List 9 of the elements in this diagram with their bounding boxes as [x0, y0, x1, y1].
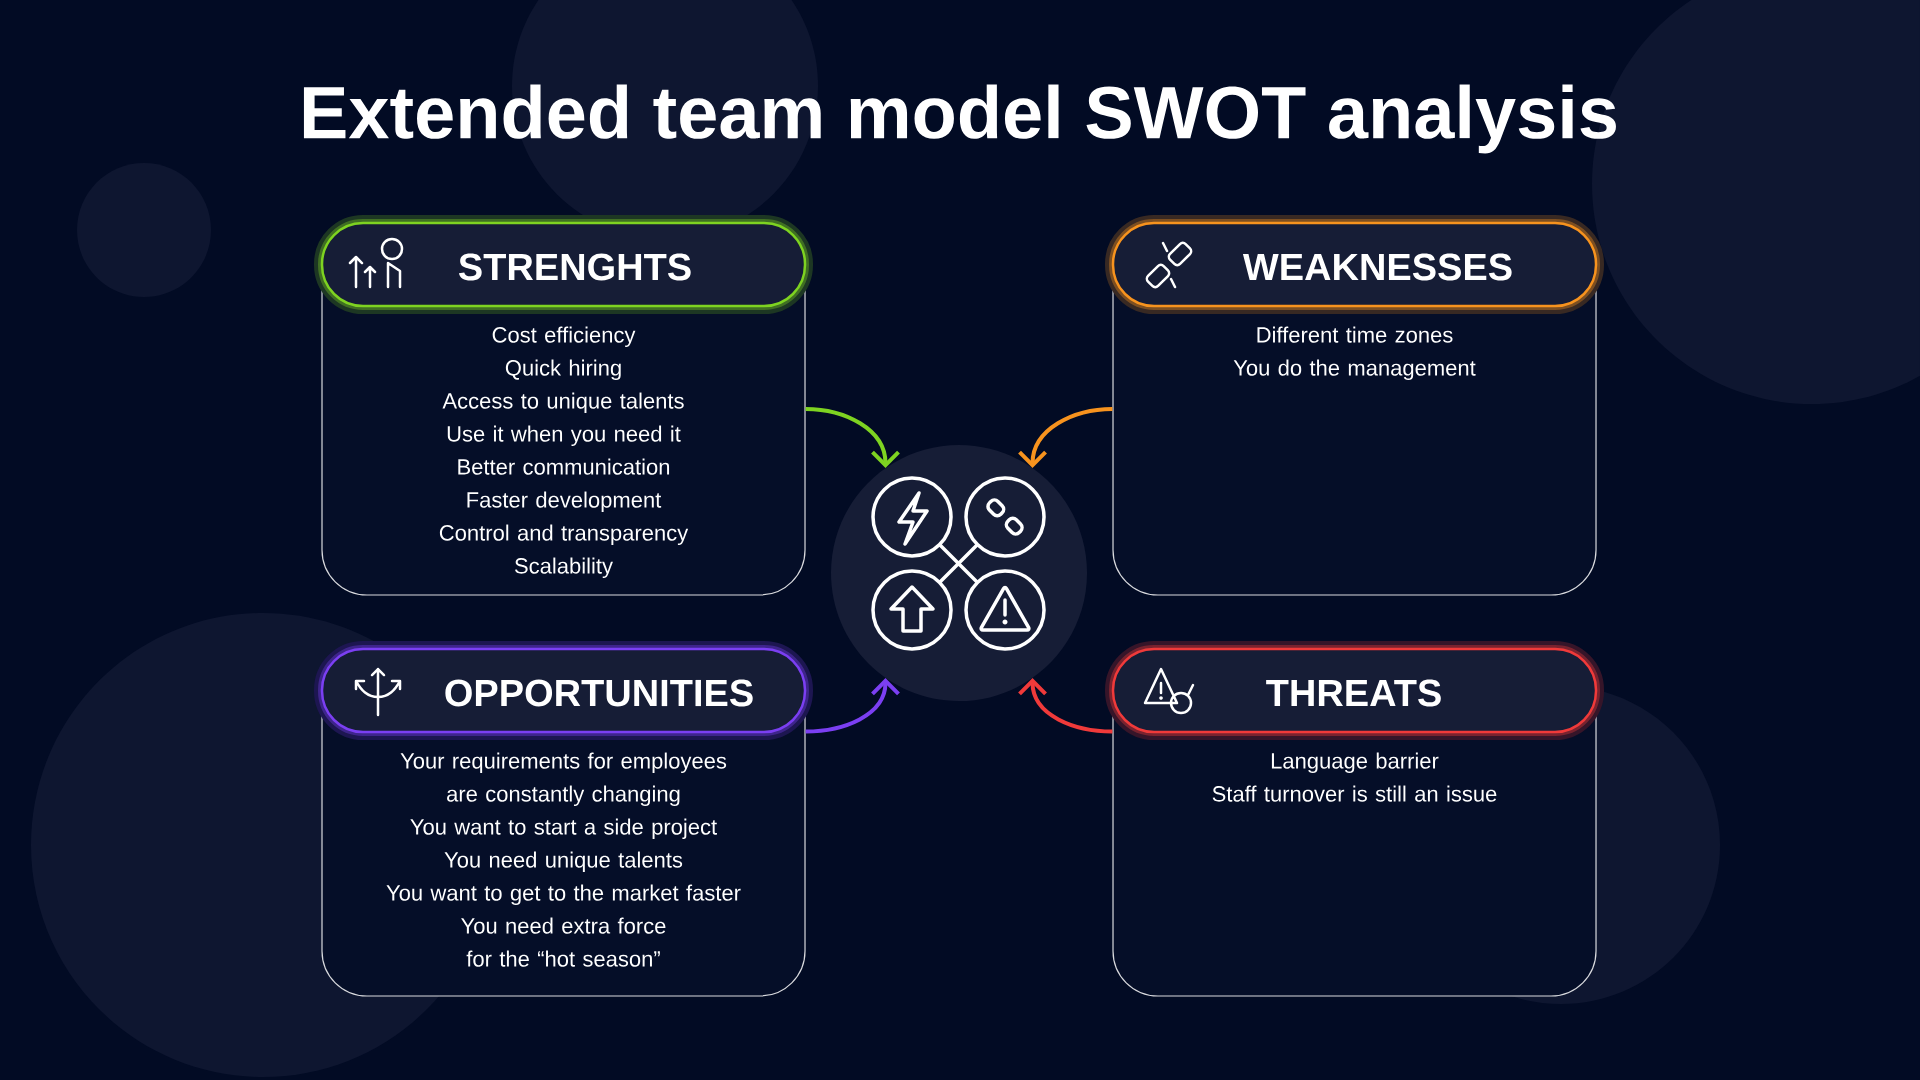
arrow	[1018, 678, 1113, 734]
title: Extended team model SWOT analysis	[303, 84, 1616, 154]
swot-card: THREATS Language barrier Staff turnover is still an issue	[1105, 641, 1604, 997]
swot-card: WEAKNESSES Different time zones You do the management	[1105, 215, 1604, 596]
swot-card: STRENGHTS Cost efficiency Quick hiring Access to unique talents Use it when you need it Better communication Faster development Control and transparency Scalability	[314, 215, 813, 596]
arrow	[805, 407, 900, 468]
arrow	[805, 678, 900, 734]
swot-card: OPPORTUNITIES Your requirements for employees are constantly changing You want to start a side project You need unique talents You want to get to the market faster You need extra force for the “hot season”	[314, 641, 813, 997]
arrow	[1018, 407, 1113, 468]
